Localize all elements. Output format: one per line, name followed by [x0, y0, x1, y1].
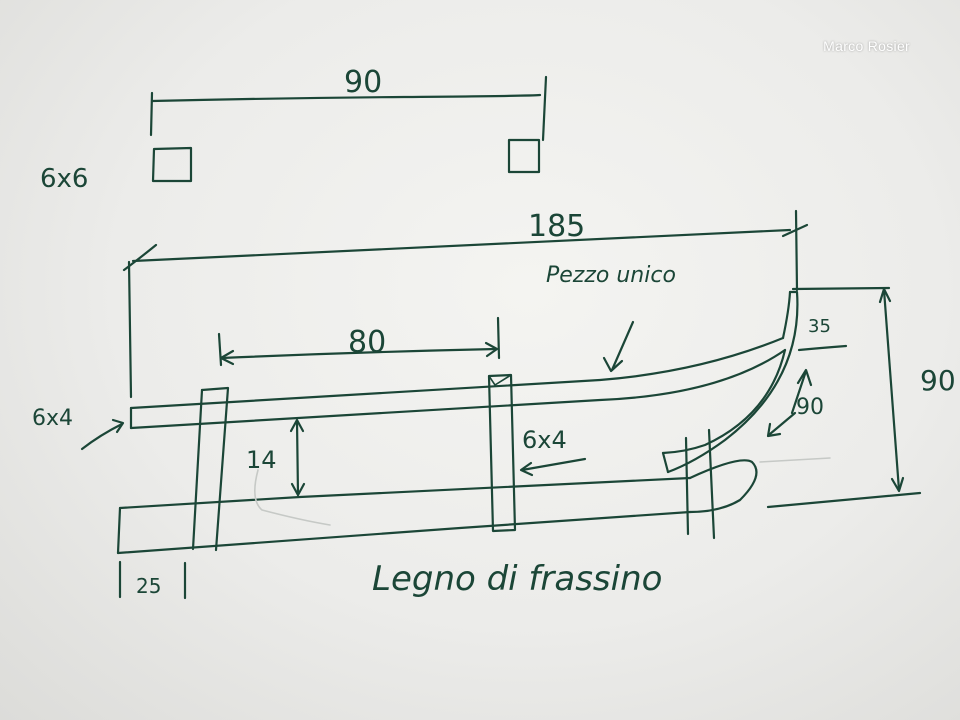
length-dim-right-tick	[794, 209, 799, 292]
post-spacing-label: 80	[348, 325, 386, 360]
horn-foot	[661, 451, 670, 474]
horn-outer-curve	[666, 290, 799, 474]
rear-post-left	[191, 388, 204, 551]
top-rail-lower-edge	[129, 348, 787, 430]
note-leader-arrowhead	[602, 356, 624, 373]
spacing-arrow-right	[484, 341, 499, 358]
front-height-line	[882, 288, 901, 492]
radius-arrow-1	[790, 369, 808, 415]
note-leader-line	[610, 320, 635, 372]
material-caption: Legno di frassino	[372, 559, 662, 599]
front-depth-label: 35	[808, 316, 831, 337]
author-watermark: Marco Rosier	[823, 38, 910, 54]
rail-section-leader	[80, 422, 124, 451]
runner-bottom-edge	[116, 510, 692, 555]
runner-tail	[116, 506, 122, 555]
spacing-dim-left-tick	[217, 332, 223, 367]
rear-post-right	[200, 386, 230, 552]
inner-section-arrowhead	[519, 461, 534, 477]
length-dim-left-slash	[122, 243, 158, 272]
length-dim-right-slash	[781, 223, 809, 238]
radius-arrowhead-1	[796, 368, 813, 387]
middle-post-cap	[488, 374, 512, 386]
erased-sketch-line-front	[759, 457, 831, 463]
inner-section-leader	[520, 457, 587, 472]
top-rail-upper-edge	[129, 336, 785, 410]
front-height-label: 90	[920, 364, 956, 397]
height-dim-line	[295, 419, 300, 497]
height-dim-arrow-top	[289, 418, 305, 433]
top-dim-right-tick	[541, 75, 548, 142]
horn-upper-front	[781, 290, 792, 340]
curve-radius-label: 90	[796, 395, 824, 420]
single-piece-note: Pezzo unico	[546, 263, 676, 288]
post-section-label: 6x6	[40, 164, 88, 194]
length-dim-left-tick	[127, 260, 133, 399]
spacing-arrow-left	[219, 349, 235, 366]
spacing-dim-right-tick	[496, 316, 501, 360]
runner-front-tip	[688, 459, 758, 514]
end-offset-label: 25	[136, 574, 161, 598]
rail-section-arrowhead	[111, 418, 125, 434]
right-post-square	[507, 138, 541, 174]
front-height-top-extension	[791, 286, 891, 291]
front-depth-line	[797, 344, 848, 352]
radius-arrow-2	[768, 411, 797, 436]
height-dim-label: 14	[246, 446, 277, 474]
middle-post	[487, 373, 517, 533]
front-height-arrow-top	[878, 287, 892, 304]
front-height-arrow-bottom	[890, 476, 905, 493]
front-stanchion-left	[684, 436, 690, 536]
rail-section-label-left: 6x4	[32, 406, 73, 431]
left-post-square	[151, 146, 193, 183]
front-height-bottom-extension	[766, 491, 922, 509]
side-view: 185 Pezzo unico 80	[32, 209, 956, 600]
overall-length-label: 185	[528, 209, 585, 244]
front-stanchion-right	[707, 428, 716, 540]
radius-arrowhead-2	[766, 422, 782, 438]
top-width-dimension-line	[150, 93, 542, 103]
post-spacing-line	[220, 347, 498, 360]
top-width-label: 90	[344, 65, 382, 100]
horn-inner-curve	[661, 348, 787, 455]
overall-length-line	[131, 228, 792, 263]
erased-sketch-line	[254, 469, 331, 526]
top-view: 90 6x6	[40, 65, 548, 194]
runner-top-edge	[118, 476, 692, 510]
top-dim-left-tick	[149, 91, 154, 137]
rail-section-label-inner: 6x4	[522, 426, 567, 454]
height-dim-arrow-bottom	[290, 482, 306, 497]
